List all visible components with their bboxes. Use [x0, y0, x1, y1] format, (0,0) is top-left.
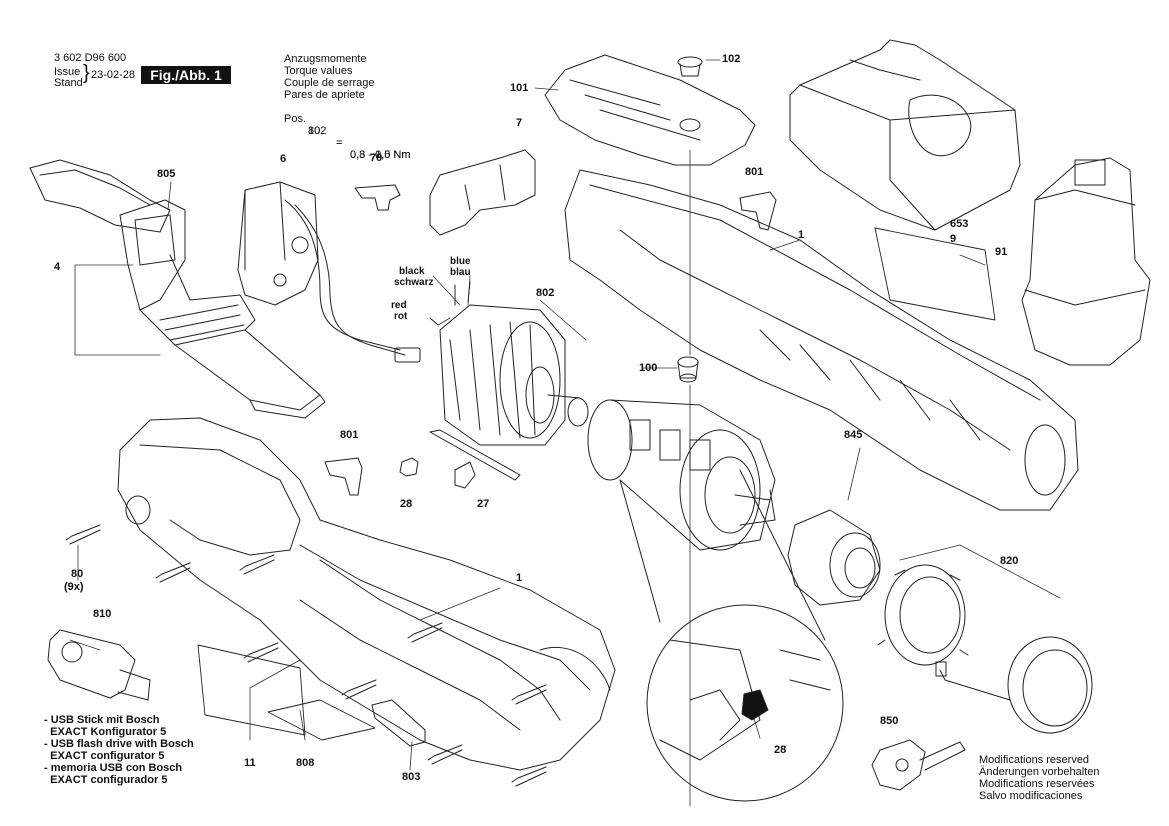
- callout-850: 850: [880, 715, 899, 727]
- leaflet-808: [267, 699, 376, 741]
- modifications-line: Modifications reservées: [979, 778, 1095, 790]
- torque-eq: =: [336, 137, 343, 149]
- callout-101: 101: [510, 82, 529, 94]
- detail-magnifier: [619, 469, 844, 802]
- torque-values: Anzugsmomente Torque values Couple de se…: [284, 53, 411, 161]
- electronics-module: [29, 159, 326, 419]
- torque-row: Pos. 80 = 0,3 - 0,5 Nm: [284, 101, 411, 161]
- collar: [787, 509, 881, 606]
- cover-803: [371, 699, 426, 747]
- callout-27: 27: [477, 498, 490, 510]
- torque-line: Couple de serrage: [284, 77, 375, 89]
- issue-label: Issue: [54, 66, 81, 78]
- fig-label: Fig./Abb. 1: [141, 66, 231, 84]
- motor-802: [429, 281, 589, 446]
- clip-70: [354, 184, 401, 211]
- issue-brace: }: [83, 62, 90, 84]
- torque-pos-label: Pos.: [284, 113, 307, 125]
- torque-value: 0,8 - 1,0 Nm: [350, 149, 411, 161]
- screw-102: [677, 56, 703, 77]
- leaflet-9: [874, 227, 996, 321]
- torque-row: 102 = 0,8 - 1,0 Nm: [284, 113, 411, 161]
- housing-half-right: [564, 169, 1079, 511]
- modifications-line: Änderungen vorbehalten: [979, 766, 1100, 778]
- torque-eq: =: [336, 137, 343, 149]
- cube-28: [399, 457, 419, 477]
- light-ring: [935, 636, 1093, 734]
- wire-blue: blue: [450, 256, 471, 267]
- bracket-801-right: [739, 191, 777, 231]
- grommet-100: [677, 356, 699, 383]
- torque-pos: 80: [308, 125, 321, 137]
- callout-11: 11: [244, 757, 256, 769]
- charger-653: [789, 39, 1021, 231]
- usb-note-line: - USB Stick mit Bosch: [44, 714, 160, 726]
- usb-note-line: - USB flash drive with Bosch: [44, 738, 194, 750]
- callout-801-left: 801: [340, 429, 359, 441]
- wire-red: red: [391, 300, 407, 311]
- doc-number: 3 602 D96 600: [54, 52, 127, 64]
- wire-black: black: [399, 266, 425, 277]
- modifications-line: Modifications reserved: [979, 754, 1090, 766]
- callout-820: 820: [1000, 555, 1019, 567]
- modifications-note: Modifications reserved Änderungen vorbeh…: [979, 754, 1099, 802]
- usb-notes: - USB Stick mit Bosch EXACT Konfigurator…: [44, 714, 194, 786]
- usb-note-line: EXACT Konfigurator 5: [44, 726, 167, 738]
- callout-102: 102: [722, 53, 741, 65]
- callout-91: 91: [995, 246, 1008, 258]
- modifications-line: Salvo modificaciones: [979, 790, 1083, 802]
- slide-switch-7: [429, 149, 536, 236]
- callout-80-quantity: (9x): [64, 581, 84, 593]
- issue-date: 23-02-28: [91, 69, 136, 81]
- callout-805: 805: [157, 168, 176, 180]
- callout-653: 653: [950, 218, 969, 230]
- callout-810: 810: [93, 608, 112, 620]
- switch-module: [237, 181, 421, 363]
- callout-808: 808: [296, 757, 315, 769]
- callout-802: 802: [536, 287, 555, 299]
- housing-half-left: [117, 417, 616, 771]
- leaflet-11: [197, 644, 306, 736]
- cover-101: [544, 54, 756, 166]
- usb-stick-810: [47, 629, 151, 701]
- wire-blau: blau: [450, 267, 471, 278]
- callout-70: 70: [370, 152, 383, 164]
- torque-line: Pares de apriete: [284, 89, 365, 101]
- callout-6: 6: [280, 153, 287, 165]
- torque-value: 0,3 - 0,5 Nm: [350, 149, 411, 161]
- callout-28-left: 28: [400, 498, 413, 510]
- wire-rot: rot: [394, 311, 408, 322]
- callout-4: 4: [54, 261, 61, 273]
- callout-80: 80: [71, 568, 84, 580]
- ring-820: [877, 564, 969, 666]
- callout-9: 9: [950, 233, 957, 245]
- usb-note-line: - memoria USB con Bosch: [44, 762, 183, 774]
- callout-803: 803: [402, 771, 421, 783]
- callout-28-detail: 28: [774, 744, 787, 756]
- callout-100: 100: [639, 362, 658, 374]
- callout-1-right: 1: [798, 229, 805, 241]
- wire-schwarz: schwarz: [394, 277, 434, 288]
- bracket-801-left: [324, 457, 363, 496]
- torque-pos: 102: [308, 125, 327, 137]
- screws-80: [65, 524, 547, 787]
- gearbox-845: [587, 399, 776, 551]
- leader-lines: [69, 59, 1061, 807]
- torque-line: Torque values: [284, 65, 353, 77]
- usb-note-line: EXACT configurador 5: [44, 774, 168, 786]
- callout-7: 7: [516, 117, 523, 129]
- stand-label: Stand: [54, 77, 83, 89]
- callout-1-left: 1: [516, 572, 523, 584]
- callout-801-right: 801: [745, 166, 764, 178]
- usb-note-line: EXACT configurator 5: [44, 750, 165, 762]
- callout-845: 845: [844, 429, 863, 441]
- key-850: [871, 739, 966, 791]
- battery-91: [1021, 157, 1151, 366]
- lever-27: [429, 429, 521, 489]
- torque-line: Anzugsmomente: [284, 53, 367, 65]
